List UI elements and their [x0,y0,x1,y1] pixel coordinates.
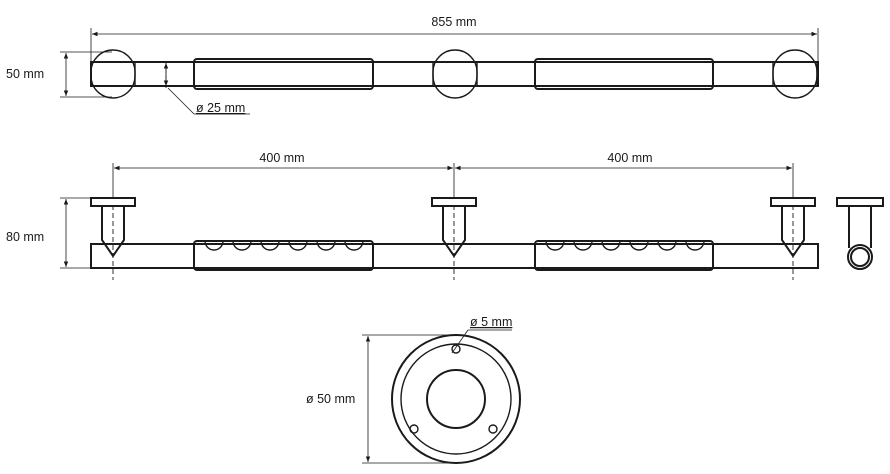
mounting-hole-left [409,424,419,434]
total-length-label: 855 mm [431,15,476,29]
bar-top [90,61,819,87]
support-middle [431,197,477,258]
grip-left-top [193,58,374,90]
grip-right-side [534,240,714,271]
rosette-middle [432,49,478,99]
rosette-right [772,49,818,99]
flange-outer-circle [391,334,521,464]
support-right [770,197,816,258]
grip-left-side [193,240,374,271]
flange-diameter-label: ø 50 mm [306,392,355,406]
flange-center-hole [426,369,486,429]
hole-diameter-label: ø 5 mm [470,315,512,329]
spacing-right-label: 400 mm [607,151,652,165]
mounting-hole-top [451,344,461,354]
top-height-label: 50 mm [6,67,44,81]
rosette-left [90,49,136,99]
bar-side [90,243,819,269]
top-view: 855 mm 50 mm ø 25 mm [6,15,819,115]
flange-view: ø 50 mm ø 5 mm [306,315,521,464]
side-view: 400 mm 400 mm 80 mm [6,151,884,280]
support-left [90,197,136,258]
spacing-left-label: 400 mm [259,151,304,165]
grip-right-top [534,58,714,90]
bar-diameter-label: ø 25 mm [196,101,245,115]
end-view [836,197,884,270]
flange-inner-ring [400,343,512,455]
side-height-label: 80 mm [6,230,44,244]
mounting-hole-right [488,424,498,434]
